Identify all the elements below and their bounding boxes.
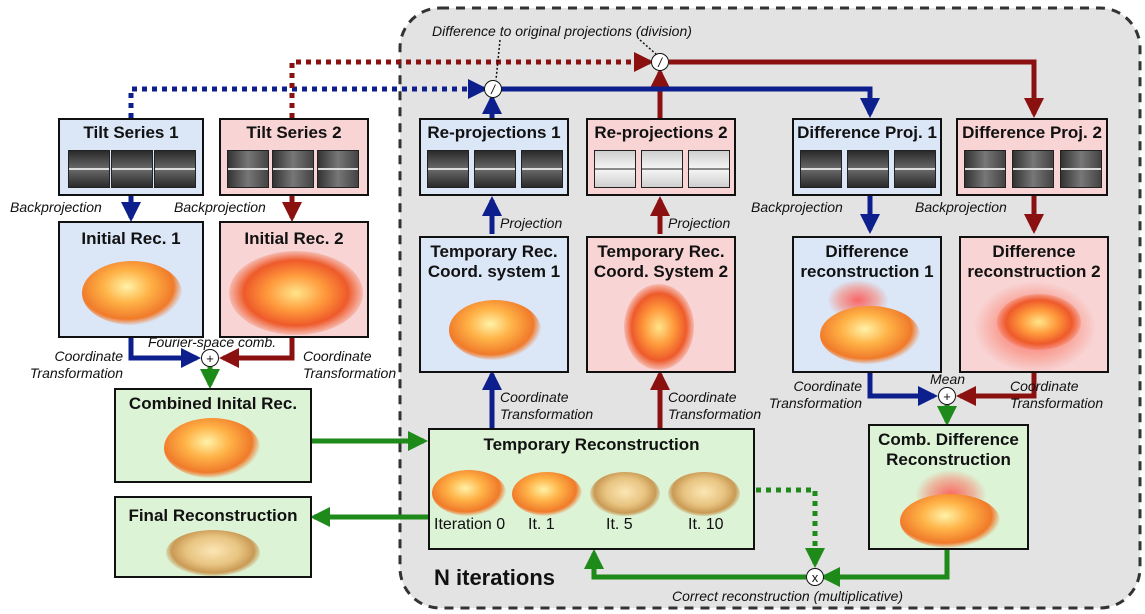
projection-thumbnail — [847, 150, 889, 188]
coord-transform-label-4: Coordinate Transformation — [668, 389, 762, 422]
combined-initial-rec-box: Combined Inital Rec. — [114, 388, 312, 483]
reconstruction-render — [900, 494, 1000, 548]
n-iterations-label: N iterations — [434, 565, 556, 590]
backprojection-label-3: Backprojection — [751, 199, 843, 215]
reconstruction-render — [997, 294, 1081, 350]
projection-thumbnail — [1060, 150, 1102, 188]
backprojection-label-1: Backprojection — [10, 199, 102, 215]
difference-rec-2-title: Difference reconstruction 2 — [967, 242, 1101, 281]
projection-thumbnail — [594, 150, 636, 188]
comb-difference-rec-title: Comb. Difference Reconstruction — [878, 430, 1019, 469]
difference-proj-1-box: Difference Proj. 1 — [792, 118, 942, 196]
divide-operator-1: / — [484, 80, 502, 98]
coord-transform-label-3: Coordinate Transformation — [500, 389, 594, 422]
coord-transform-label-1: Coordinate Transformation — [29, 348, 123, 381]
projection-thumbnail — [964, 150, 1006, 188]
projection-thumbnail — [427, 150, 469, 188]
temporary-reconstruction-title: Temporary Reconstruction — [483, 435, 700, 454]
iteration-10-label: It. 10 — [688, 516, 724, 533]
difference-proj-2-title: Difference Proj. 2 — [962, 123, 1102, 142]
projection-thumbnail — [68, 150, 110, 188]
reprojections-1-title: Re-projections 1 — [427, 123, 561, 142]
plus-operator-fourier: + — [201, 349, 219, 367]
reconstruction-render — [624, 284, 694, 370]
projection-thumbnail — [111, 150, 153, 188]
iteration-0-label: Iteration 0 — [434, 516, 506, 533]
reconstruction-render — [820, 306, 920, 364]
projection-thumbnail — [317, 150, 359, 188]
iteration-render — [590, 472, 660, 516]
initial-rec-2-box: Initial Rec. 2 — [219, 221, 369, 338]
difference-division-label: Difference to original projections (divi… — [432, 23, 692, 39]
projection-thumbnail — [154, 150, 196, 188]
projection-thumbnail — [641, 150, 683, 188]
coord-transform-label-2: Coordinate Transformation — [303, 348, 397, 381]
iteration-5-label: It. 5 — [606, 516, 633, 533]
divide-operator-2: / — [651, 53, 669, 71]
reprojections-2-box: Re-projections 2 — [586, 118, 736, 196]
projection-thumbnail — [1012, 150, 1054, 188]
backprojection-label-4: Backprojection — [915, 199, 1007, 215]
initial-rec-1-box: Initial Rec. 1 — [58, 221, 204, 338]
plus-operator-mean: + — [938, 387, 956, 405]
tilt2-to-divide-dotted — [289, 52, 654, 118]
coord-transform-label-6: Coordinate Transformation — [1010, 378, 1104, 411]
combined-initial-rec-title: Combined Inital Rec. — [128, 394, 298, 413]
tilt-series-1-box: Tilt Series 1 — [58, 118, 204, 196]
final-reconstruction-title: Final Reconstruction — [128, 506, 298, 525]
temporary-rec-1-box: Temporary Rec. Coord. system 1 — [419, 236, 569, 373]
initial-rec-2-title: Initial Rec. 2 — [244, 229, 344, 248]
iteration-render — [432, 470, 506, 516]
reconstruction-render — [166, 530, 260, 576]
difference-rec-2-box: Difference reconstruction 2 — [959, 236, 1109, 373]
projection-thumbnail — [894, 150, 936, 188]
reconstruction-render — [82, 261, 182, 325]
difference-proj-1-title: Difference Proj. 1 — [797, 123, 937, 142]
tilt1-to-divide-dotted — [128, 79, 488, 118]
projection-thumbnail — [227, 150, 269, 188]
correct-reconstruction-label: Correct reconstruction (multiplicative) — [672, 588, 904, 604]
iteration-render — [512, 472, 582, 516]
tilt-series-2-title: Tilt Series 2 — [246, 123, 342, 142]
tilt-series-2-box: Tilt Series 2 — [219, 118, 369, 196]
projection-label-1: Projection — [500, 215, 563, 231]
tilt-series-1-title: Tilt Series 1 — [83, 123, 179, 142]
projection-thumbnail — [474, 150, 516, 188]
initial-rec-1-title: Initial Rec. 1 — [81, 229, 181, 248]
temporary-rec-2-box: Temporary Rec. Coord. System 2 — [586, 236, 736, 373]
reconstruction-render — [229, 251, 363, 335]
temporary-rec-2-title: Temporary Rec. Coord. System 2 — [593, 242, 729, 281]
reprojections-2-title: Re-projections 2 — [594, 123, 728, 142]
reprojections-1-box: Re-projections 1 — [419, 118, 569, 196]
mean-label: Mean — [930, 371, 966, 387]
iteration-1-label: It. 1 — [528, 516, 555, 533]
projection-label-2: Projection — [668, 215, 731, 231]
projection-thumbnail — [521, 150, 563, 188]
final-reconstruction-box: Final Reconstruction — [114, 496, 312, 578]
projection-thumbnail — [800, 150, 842, 188]
projection-thumbnail — [272, 150, 314, 188]
temporary-rec-1-title: Temporary Rec. Coord. system 1 — [427, 242, 561, 281]
projection-thumbnail — [688, 150, 730, 188]
difference-rec-1-title: Difference reconstruction 1 — [800, 242, 934, 281]
backprojection-label-2: Backprojection — [174, 199, 266, 215]
comb-difference-rec-box: Comb. Difference Reconstruction — [868, 424, 1029, 550]
iteration-render — [668, 472, 740, 516]
coord-transform-label-5: Coordinate Transformation — [768, 378, 862, 411]
difference-rec-1-box: Difference reconstruction 1 — [792, 236, 942, 373]
temporary-reconstruction-box: Temporary Reconstruction Iteration 0 It.… — [428, 428, 755, 550]
reconstruction-render — [164, 418, 260, 478]
times-operator: x — [806, 568, 824, 586]
difference-proj-2-box: Difference Proj. 2 — [956, 118, 1108, 196]
reconstruction-render — [449, 300, 541, 360]
fourier-comb-label: Fourier-space comb. — [148, 334, 277, 350]
